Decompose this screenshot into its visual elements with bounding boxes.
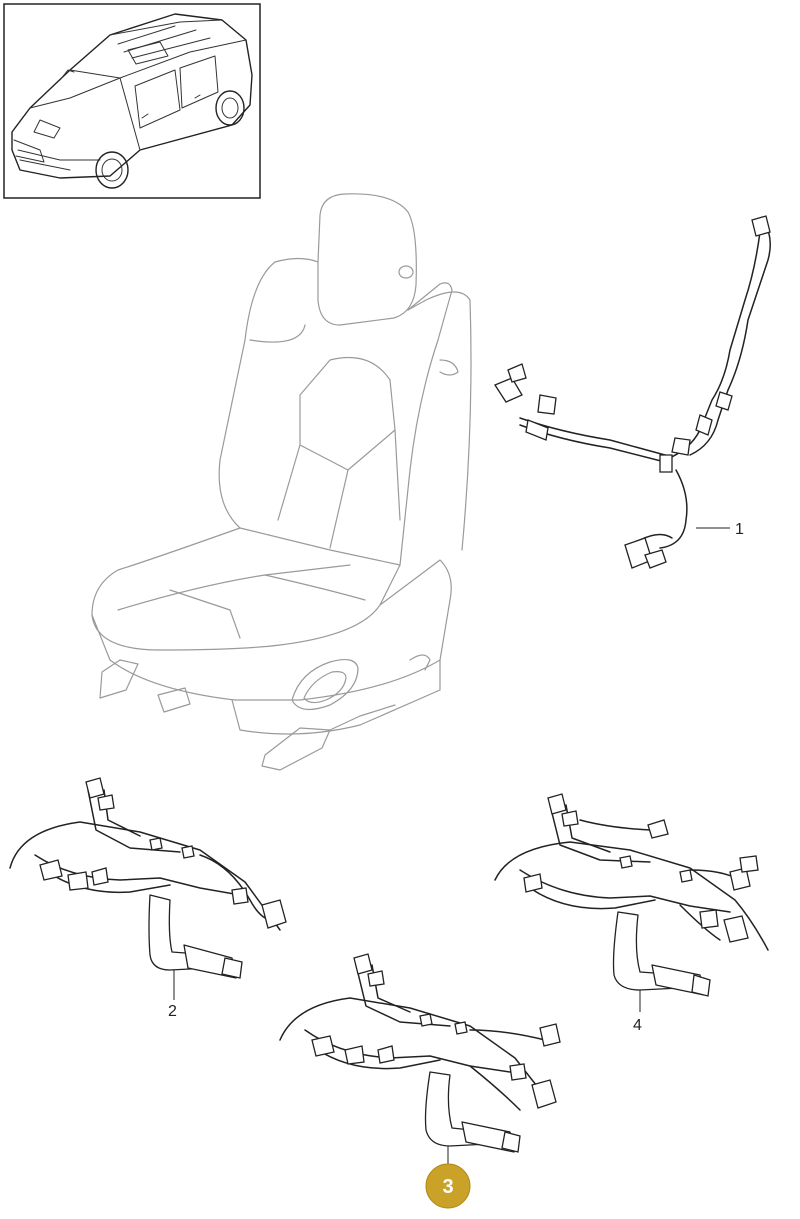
callout-3-label: 3 [442, 1176, 453, 1198]
callout-4-label: 4 [633, 1017, 642, 1034]
suv-illustration [11, 13, 253, 189]
callout-2-label: 2 [168, 1003, 177, 1020]
seat-illustration [91, 193, 472, 771]
vehicle-thumbnail [3, 3, 261, 199]
callout-1-label: 1 [735, 521, 744, 538]
wiring-harness-3: 3 [279, 953, 561, 1209]
wiring-harness-1: 1 [494, 215, 771, 569]
wiring-harness-2: 2 [9, 777, 287, 1020]
wiring-harness-4: 4 [494, 793, 769, 1034]
callout-3-badge: 3 [425, 1163, 471, 1209]
